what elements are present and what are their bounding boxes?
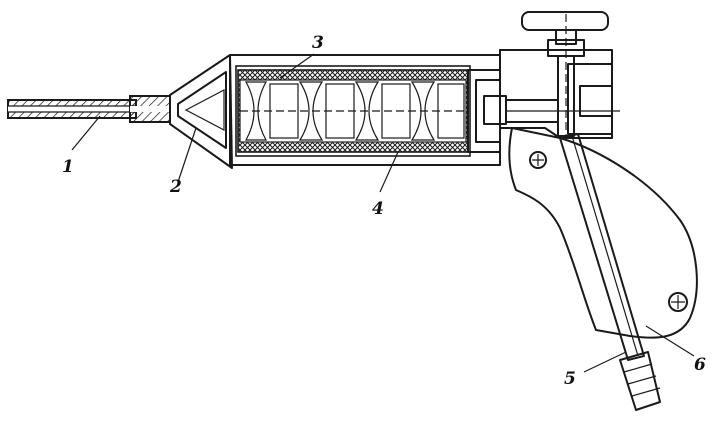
part-label-1: 1 [62, 157, 74, 177]
part-label-2: 2 [169, 177, 182, 197]
valve-body [467, 49, 620, 153]
pistol-grip [508, 127, 698, 339]
hose-connector [619, 351, 661, 411]
part-label-3: 3 [312, 33, 324, 53]
screw-icon [668, 292, 688, 312]
conical-nozzle-head [169, 54, 233, 169]
filter-elements [240, 81, 466, 141]
part-label-6: 6 [694, 355, 706, 375]
part-label-4: 4 [372, 199, 384, 219]
leader-lines [71, 53, 695, 373]
screw-icon [529, 151, 547, 169]
valve-knob[interactable] [521, 11, 609, 140]
part-label-5: 5 [564, 369, 576, 389]
air-inlet-tube [559, 133, 645, 361]
nozzle-tube [7, 95, 171, 123]
filter-cartridge [237, 69, 469, 153]
